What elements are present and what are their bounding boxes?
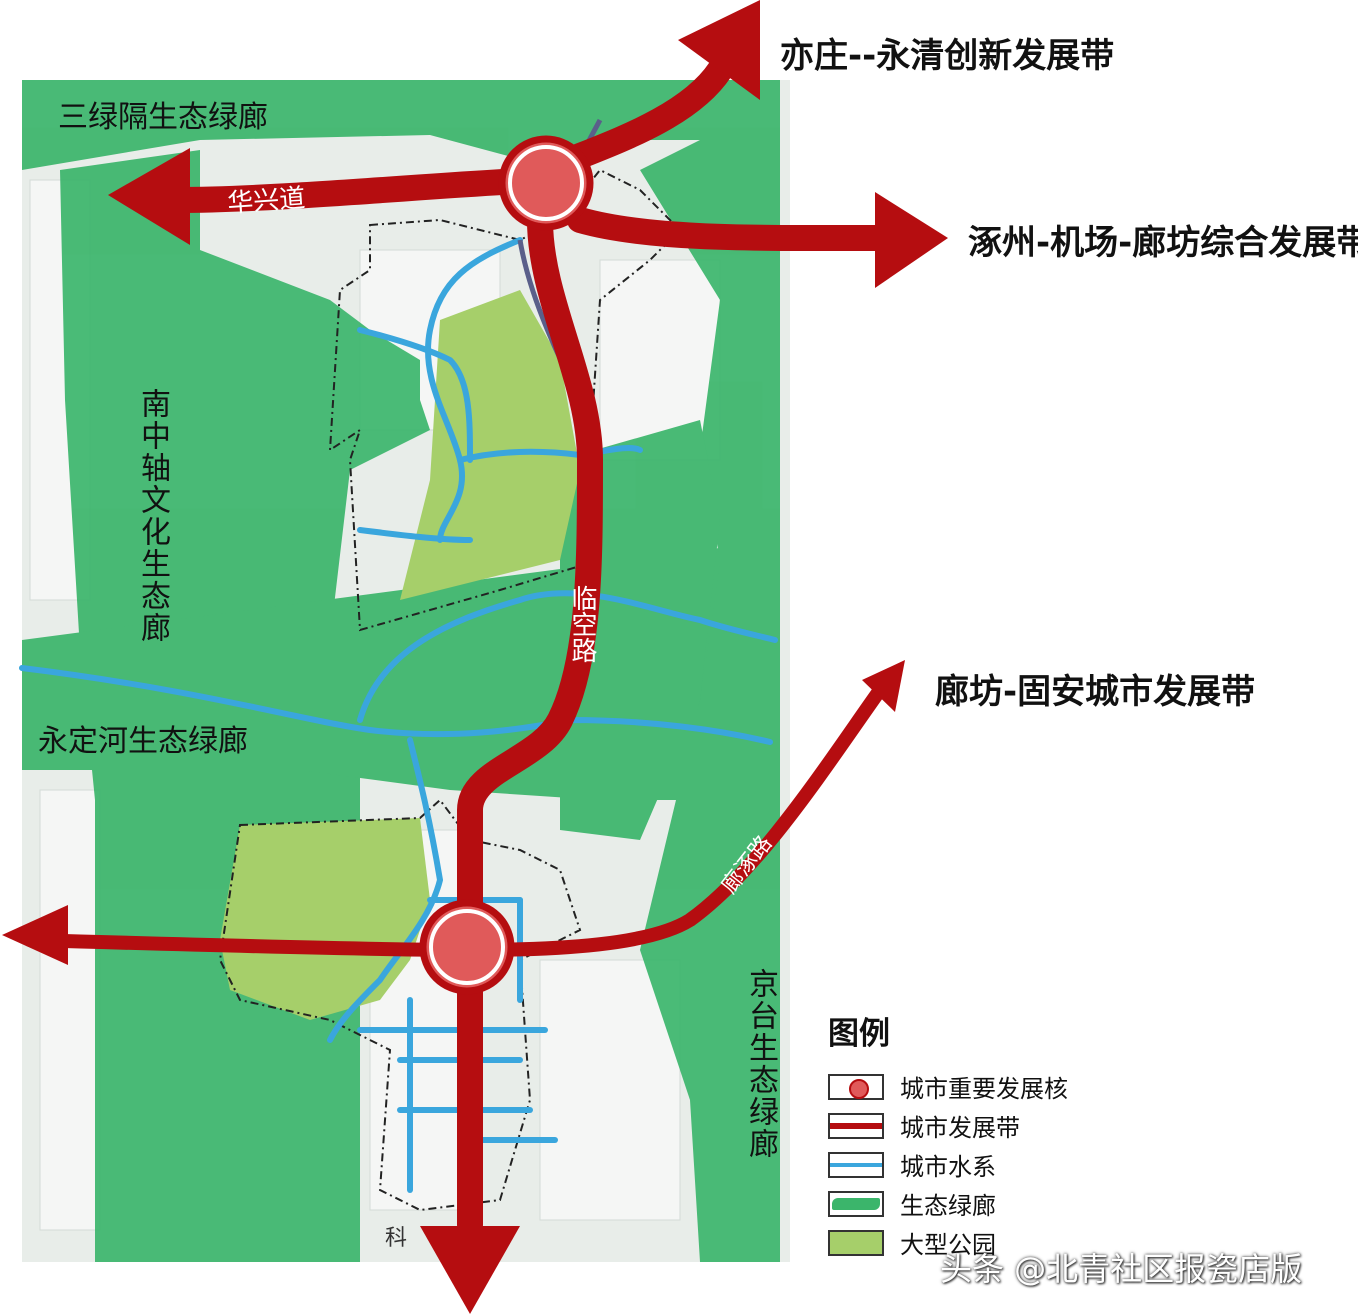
development-bands [23,57,893,1238]
band-label-zhuozhou: 涿州-机场-廊坊综合发展带 [968,223,1358,263]
core-south [419,899,515,995]
water-system [19,237,778,1193]
band-huaxing [162,167,553,213]
eco-swatch-icon [828,1190,884,1217]
legend-item-core: 城市重要发展核 [828,1067,1158,1106]
band-swatch-icon [828,1112,884,1139]
corridor-label-sanlvge: 三绿隔生态绿廊 [58,100,268,135]
corridor-label-jingtai: 京台生态绿廊 [743,968,778,1160]
road-label-ke: 科 [385,1225,407,1250]
river-north-3 [457,444,643,463]
arrowhead-west-north [108,148,190,245]
river-north-1 [425,237,523,543]
legend: 图例 城市重要发展核 城市发展带 城市水系 生态绿廊 大型公园 [828,1008,1158,1262]
arrowhead-south [420,1226,520,1314]
river-yongding [19,665,773,745]
legend-label-band: 城市发展带 [900,1114,1020,1142]
river-north-2 [357,327,473,463]
core-north-ring [508,145,584,221]
legend-label-eco: 生态绿廊 [900,1192,996,1220]
legend-label-park: 大型公园 [900,1231,996,1259]
band-label-yizhuang: 亦庄--永清创新发展带 [780,36,1115,76]
river-mid [357,590,778,723]
park-south [220,818,430,1020]
band-yizhuang [557,57,733,173]
watermark: 头条 @北青社区报瓷店版 [940,1250,1303,1288]
water-swatch-icon [828,1151,884,1178]
core-swatch-icon [828,1073,884,1100]
legend-label-core: 城市重要发展核 [900,1075,1068,1103]
core-north [498,135,594,231]
arrowhead-east-north [875,192,948,288]
road-label-linkong: 临空路 [568,585,598,663]
development-cores [419,135,594,995]
park-swatch-icon [828,1229,884,1256]
corridor-label-nanzhongzhou: 南中轴文化生态廊 [135,388,170,644]
band-label-langfang: 廊坊-固安城市发展带 [935,672,1256,712]
legend-item-park: 大型公园 [828,1223,1158,1262]
legend-item-band: 城市发展带 [828,1106,1158,1145]
band-arrowheads [2,0,948,1314]
legend-label-water: 城市水系 [900,1153,996,1181]
band-langfang [23,683,887,957]
legend-title: 图例 [828,1016,890,1052]
core-south-ring [429,909,505,985]
legend-item-water: 城市水系 [828,1145,1158,1184]
river-north-4 [357,527,473,543]
corridor-label-yongdinghe: 永定河生态绿廊 [38,724,248,759]
legend-item-eco: 生态绿廊 [828,1184,1158,1223]
road-label-huaxing: 华兴道 [226,183,306,218]
corridor-jingtai [640,140,780,1262]
arrowhead-west-south [2,905,68,965]
band-zhuozhou [567,207,893,252]
arrowhead-northeast [862,660,905,712]
band-linkong [457,207,603,1238]
river-south-1 [327,737,443,1043]
arrowhead-north [678,0,760,100]
